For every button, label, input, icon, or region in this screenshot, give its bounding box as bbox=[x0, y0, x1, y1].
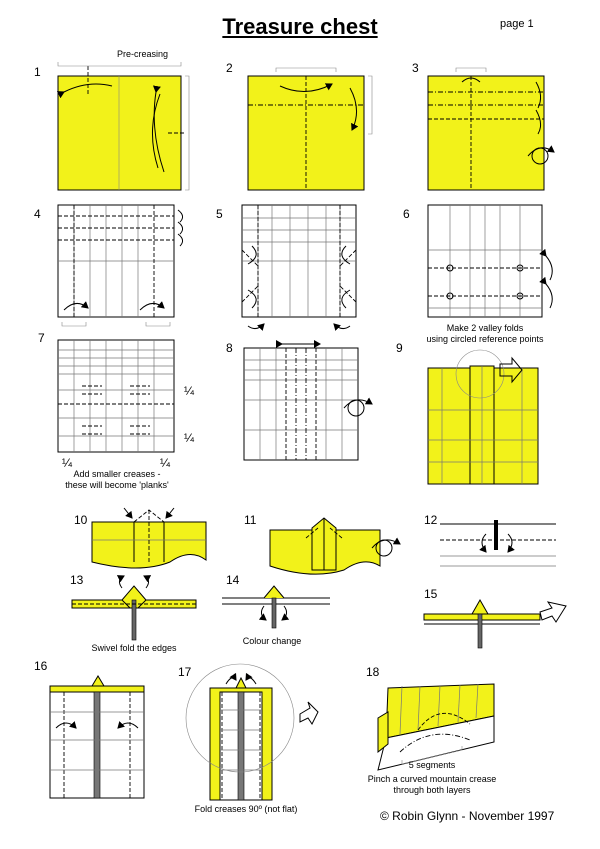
segments-label: 5 segments bbox=[409, 760, 456, 770]
step-15: 15 bbox=[423, 587, 567, 649]
step-7: 7 ¼ ¼ ¼ ¼ Add smaller creases - these wi… bbox=[38, 331, 195, 490]
step-number: 14 bbox=[226, 573, 240, 587]
step-note: using circled reference points bbox=[426, 334, 544, 344]
step-16: 16 bbox=[34, 659, 145, 799]
step-4: 4 bbox=[34, 204, 184, 327]
step-note: these will become 'planks' bbox=[65, 480, 169, 490]
step-note: Swivel fold the edges bbox=[91, 643, 177, 653]
step-14: 14 Colour change bbox=[222, 573, 330, 646]
step-number: 6 bbox=[403, 207, 410, 221]
page-title: Treasure chest bbox=[222, 14, 378, 39]
step-13: 13 Swivel fold the edges bbox=[70, 573, 197, 653]
step-number: 3 bbox=[412, 61, 419, 75]
fraction-label: ¼ bbox=[62, 456, 73, 470]
step-note: Colour change bbox=[243, 636, 302, 646]
step-number: 7 bbox=[38, 331, 45, 345]
paper-square bbox=[243, 347, 359, 461]
paper-square bbox=[427, 75, 545, 191]
step-number: 8 bbox=[226, 341, 233, 355]
step-number: 18 bbox=[366, 665, 380, 679]
fraction-label: ¼ bbox=[160, 456, 171, 470]
step-number: 11 bbox=[244, 513, 257, 527]
step-number: 12 bbox=[424, 513, 438, 527]
step-note: Pre-creasing bbox=[117, 49, 168, 59]
fraction-label: ¼ bbox=[184, 431, 195, 445]
step-12: 12 bbox=[424, 513, 556, 567]
page-number: page 1 bbox=[500, 18, 534, 30]
step-11: 11 bbox=[244, 513, 401, 575]
step-3: 3 bbox=[412, 61, 555, 191]
step-18: 18 5 segments Pinch a curved mountain cr… bbox=[366, 665, 496, 795]
step-number: 17 bbox=[178, 665, 192, 679]
step-number: 5 bbox=[216, 207, 223, 221]
step-note: Make 2 valley folds bbox=[447, 323, 524, 333]
step-8: 8 bbox=[226, 340, 373, 461]
paper-square bbox=[57, 75, 182, 191]
step-1: 1 Pre-creasing bbox=[34, 49, 190, 191]
step-note: Pinch a curved mountain crease bbox=[368, 774, 497, 784]
copyright-notice: © Robin Glynn - November 1997 bbox=[380, 809, 555, 823]
step-note: through both layers bbox=[393, 785, 471, 795]
step-number: 2 bbox=[226, 61, 233, 75]
step-5: 5 bbox=[216, 204, 357, 332]
paper-square bbox=[57, 339, 175, 453]
step-10: 10 bbox=[74, 507, 207, 569]
step-number: 1 bbox=[34, 65, 41, 79]
step-number: 10 bbox=[74, 513, 88, 527]
step-6: 6 Make 2 valley folds using circled refe… bbox=[403, 204, 553, 344]
step-number: 9 bbox=[396, 341, 403, 355]
fraction-label: ¼ bbox=[184, 384, 195, 398]
step-17: 17 Fold creases 90º (not flat) bbox=[178, 663, 319, 814]
step-9: 9 bbox=[396, 341, 539, 485]
step-number: 15 bbox=[424, 587, 438, 601]
step-note: Add smaller creases - bbox=[73, 469, 160, 479]
step-number: 4 bbox=[34, 207, 41, 221]
step-number: 16 bbox=[34, 659, 48, 673]
step-2: 2 bbox=[226, 61, 373, 191]
step-number: 13 bbox=[70, 573, 84, 587]
step-note: Fold creases 90º (not flat) bbox=[195, 804, 298, 814]
